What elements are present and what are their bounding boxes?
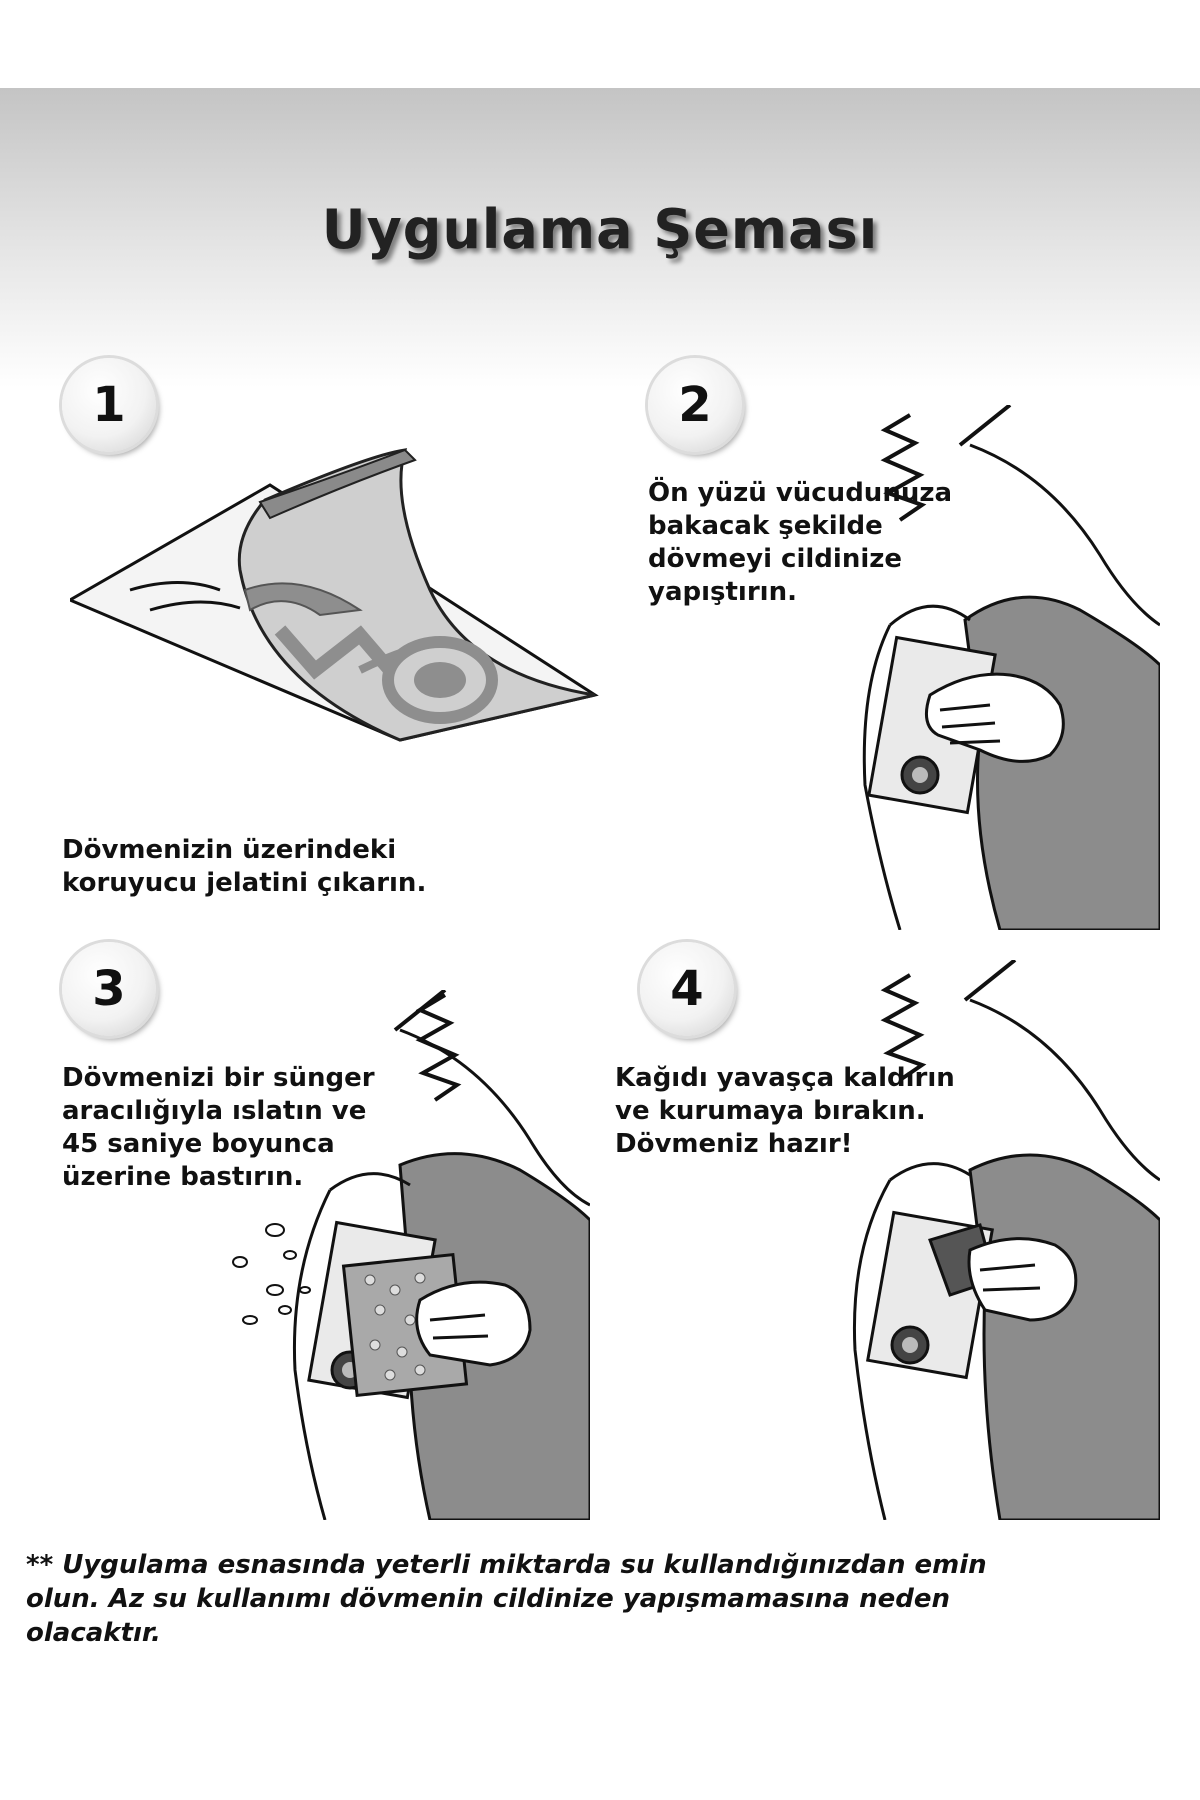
step-3-line: 45 saniye boyunca: [62, 1129, 335, 1159]
step-3-instruction: Dövmenizi bir sünger aracılığıyla ıslatı…: [62, 1062, 375, 1194]
step-2-number-badge: 2: [648, 358, 742, 452]
note-line: olun. Az su kullanımı dövmenin cildinize…: [26, 1584, 951, 1614]
step-2-line: yapıştırın.: [648, 577, 797, 607]
step-3-line: Dövmenizi bir sünger: [62, 1063, 375, 1093]
step-4-line: Kağıdı yavaşça kaldırın: [615, 1063, 955, 1093]
step-1-instruction: Dövmenizin üzerindeki koruyucu jelatini …: [62, 834, 426, 900]
step-4-number-badge: 4: [640, 942, 734, 1036]
usage-note: ** Uygulama esnasında yeterli miktarda s…: [26, 1548, 1186, 1650]
step-4-instruction: Kağıdı yavaşça kaldırın ve kurumaya bıra…: [615, 1062, 955, 1161]
header-gradient-band: [0, 88, 1200, 388]
page-title: Uygulama Şeması: [321, 198, 879, 261]
step-3-line: üzerine bastırın.: [62, 1162, 304, 1192]
step-4-line: Dövmeniz hazır!: [615, 1129, 853, 1159]
step-1-number-badge: 1: [62, 358, 156, 452]
paper-peel-icon: [852, 960, 1160, 1520]
step-2-instruction: Ön yüzü vücudunuza bakacak şekilde dövme…: [648, 477, 952, 609]
sponge-wet-icon: [232, 990, 590, 1520]
note-line: ** Uygulama esnasında yeterli miktarda s…: [26, 1550, 987, 1580]
step-2-line: Ön yüzü vücudunuza: [648, 478, 953, 508]
tattoo-sheet-peel-icon: [70, 448, 599, 742]
step-3-number-badge: 3: [62, 942, 156, 1036]
step-1-line: koruyucu jelatini çıkarın.: [62, 868, 427, 898]
arm-apply-tattoo-icon: [862, 405, 1160, 930]
step-4-line: ve kurumaya bırakın.: [615, 1096, 926, 1126]
step-3-line: aracılığıyla ıslatın ve: [62, 1096, 367, 1126]
step-2-line: bakacak şekilde: [648, 511, 883, 541]
step-2-line: dövmeyi cildinize: [648, 544, 903, 574]
step-1-line: Dövmenizin üzerindeki: [62, 835, 397, 865]
note-line: olacaktır.: [26, 1618, 161, 1648]
